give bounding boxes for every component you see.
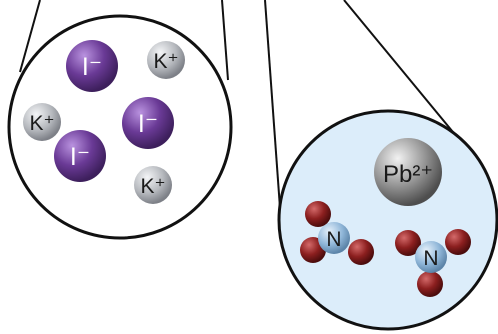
ion-label: I⁻ (82, 53, 102, 81)
oxygen-atom (348, 239, 374, 265)
oxygen-atom (305, 201, 331, 227)
oxygen-atom (417, 271, 443, 297)
left-zoom-line-right (221, 0, 229, 81)
nitrogen-atom (318, 222, 350, 254)
ion-label: N (423, 247, 438, 270)
iodide-ion: I⁻ (54, 130, 106, 182)
oxygen-atom (445, 229, 471, 255)
ion-label: I⁻ (138, 110, 158, 138)
nitrate-ion: N (300, 201, 374, 265)
iodide-ion: I⁻ (66, 40, 118, 92)
ion-label: K⁺ (140, 175, 165, 198)
lead-ion: Pb²⁺ (374, 138, 442, 206)
right-zoom-circle (277, 109, 498, 331)
potassium-ion: K⁺ (147, 41, 185, 79)
oxygen-atom (395, 230, 421, 256)
ion-label: N (326, 228, 341, 251)
right-zoom-line-left (264, 0, 281, 209)
iodide-ion: I⁻ (122, 97, 174, 149)
right-zoom-line-right (343, 0, 463, 144)
nitrogen-atom (415, 241, 447, 273)
left-zoom-line-left (19, 0, 41, 73)
potassium-ion: K⁺ (23, 103, 61, 141)
ion-label: Pb²⁺ (383, 161, 433, 188)
ion-label: K⁺ (29, 112, 54, 135)
ion-label: I⁻ (70, 143, 90, 171)
nitrate-ion: N (395, 229, 471, 297)
ion-label: K⁺ (153, 50, 178, 73)
potassium-ion: K⁺ (134, 166, 172, 204)
